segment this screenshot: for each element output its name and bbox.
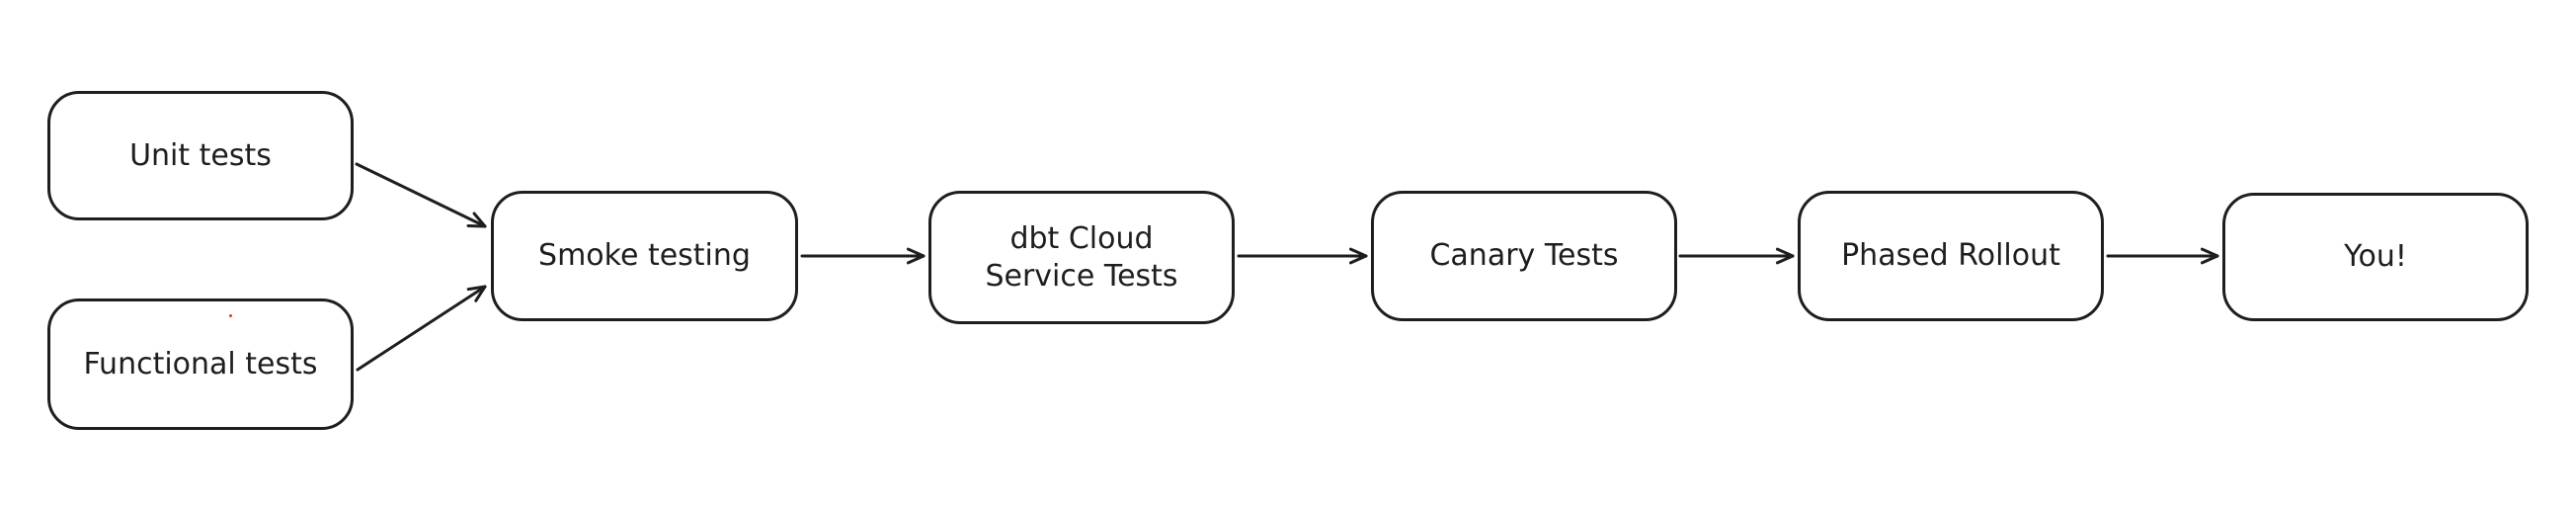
- node-label-phased-rollout: Phased Rollout: [1841, 238, 2060, 273]
- arrow-dbt-cloud-service-tests-to-canary-tests: [1237, 247, 1368, 265]
- red-speck: [229, 314, 232, 317]
- node-smoke-testing: Smoke testing: [491, 191, 798, 321]
- node-phased-rollout: Phased Rollout: [1798, 191, 2104, 321]
- node-functional-tests: Functional tests: [47, 298, 354, 430]
- node-label-canary-tests: Canary Tests: [1429, 238, 1619, 273]
- node-label-functional-tests: Functional tests: [83, 346, 318, 382]
- node-label-dbt-cloud-service-tests: dbt Cloud Service Tests: [985, 220, 1178, 294]
- arrow-canary-tests-to-phased-rollout: [1678, 247, 1795, 265]
- node-label-smoke-testing: Smoke testing: [538, 238, 751, 273]
- node-unit-tests: Unit tests: [47, 91, 354, 220]
- arrow-phased-rollout-to-you: [2106, 247, 2219, 265]
- arrow-unit-tests-to-smoke-testing: [355, 162, 487, 228]
- node-dbt-cloud-service-tests: dbt Cloud Service Tests: [928, 191, 1235, 324]
- node-label-unit-tests: Unit tests: [129, 137, 272, 173]
- arrow-smoke-testing-to-dbt-cloud-service-tests: [800, 247, 926, 265]
- arrow-functional-tests-to-smoke-testing: [356, 285, 487, 372]
- node-label-you: You!: [2344, 239, 2407, 274]
- node-you: You!: [2222, 193, 2529, 321]
- node-canary-tests: Canary Tests: [1371, 191, 1677, 321]
